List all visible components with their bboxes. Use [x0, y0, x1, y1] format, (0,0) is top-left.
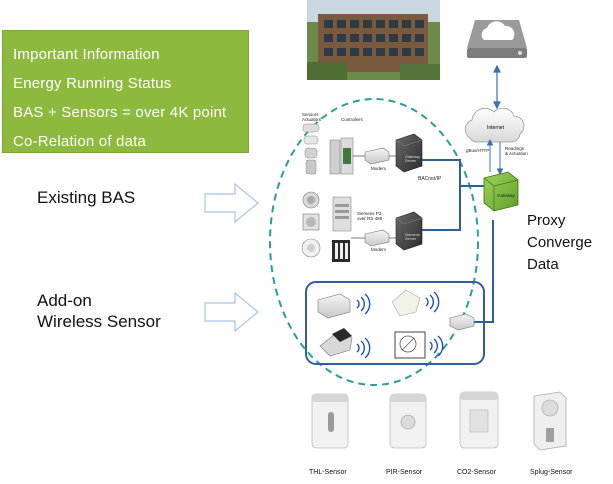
- siemens-label: Siemens P2 over RS-485: [357, 211, 383, 221]
- internet-label: Internet: [487, 125, 505, 131]
- io-module: [332, 240, 350, 262]
- product-co2-sensor: [459, 391, 499, 449]
- siemens-sensors-icon: [301, 191, 321, 258]
- server-internet-arrow: [493, 64, 501, 110]
- product-thl-sensor: [311, 393, 349, 449]
- product-label: Splug-Sensor: [530, 469, 573, 476]
- info-line: Co-Relation of data: [13, 133, 147, 150]
- gateway-cube: [483, 171, 519, 212]
- wireless-sensor-thl: [317, 293, 351, 319]
- sa-line: Actuators: [302, 117, 322, 122]
- bacnet-label: BACnet/IP: [418, 176, 442, 182]
- building-photo: [307, 0, 440, 80]
- readings-line: & Actuation: [505, 151, 528, 156]
- product-label: CO2-Sensor: [457, 469, 497, 476]
- info-line: Important Information: [13, 46, 160, 63]
- wifi-icon: [356, 337, 371, 359]
- proxy-line: Converge: [527, 234, 593, 251]
- info-line: BAS + Sensors = over 4K point: [13, 104, 227, 121]
- modem-label-2: Modem: [371, 247, 386, 252]
- wifi-icon: [356, 293, 371, 315]
- existing-bas-label: Existing BAS: [37, 188, 136, 207]
- controllers-label: Controllers: [341, 117, 364, 122]
- internet-cloud: [464, 107, 525, 143]
- proxy-label: Proxy Converge Data: [527, 210, 592, 276]
- addon-arrow: [204, 291, 259, 333]
- modem-device-2: [364, 229, 390, 247]
- server-label-2: Siemens Server: [405, 233, 421, 241]
- bas-wireless-group: [269, 98, 479, 386]
- wireless-sensor-box: [305, 281, 485, 365]
- product-pir-sensor: [389, 393, 427, 449]
- wireless-sensor-pir: [391, 289, 421, 317]
- proxy-line: Data: [527, 256, 559, 273]
- wifi-icon: [425, 291, 440, 313]
- wireless-receiver: [449, 313, 475, 331]
- info-line: Energy Running Status: [13, 75, 172, 92]
- wifi-icon: [429, 335, 444, 357]
- server-label: Gateway Server: [405, 155, 421, 163]
- controller-unit: [329, 137, 354, 175]
- existing-bas-arrow: [204, 182, 259, 224]
- server-line: Siemens: [405, 233, 420, 237]
- product-splug-sensor: [533, 391, 567, 451]
- siemens-controller: [332, 196, 352, 232]
- gateway-label: Gateway: [497, 193, 516, 198]
- server-box: [395, 133, 423, 173]
- server-line: Gateway: [405, 155, 420, 159]
- wireless-sensor-dark: [319, 328, 353, 357]
- bas-wires: [420, 159, 494, 323]
- product-label: PIR-Sensor: [386, 469, 423, 476]
- readings-label: Readings & Actuation: [505, 146, 528, 156]
- proxy-line: Proxy: [527, 212, 566, 229]
- product-label: THL-Sensor: [309, 469, 347, 476]
- cloud-server-icon: [467, 20, 527, 58]
- sa-line: Sensors: [302, 112, 319, 117]
- modem-label: Modem: [371, 166, 386, 171]
- server-box-2: [395, 211, 423, 251]
- siemens-line: over RS-485: [357, 216, 383, 221]
- gbus-label: gBus/HTTP: [466, 148, 489, 153]
- readings-line: Readings: [505, 146, 525, 151]
- internet-gateway-arrows: [486, 138, 504, 176]
- info-box: Important Information Energy Running Sta…: [2, 30, 249, 153]
- modem-device: [364, 147, 390, 165]
- sensors-actuators-icon: [302, 123, 320, 175]
- addon-label-line1: Add-on: [37, 291, 92, 310]
- siemens-line: Siemens P2: [357, 211, 382, 216]
- wireless-sensor-screen: [394, 331, 426, 359]
- sensors-actuators-label: Sensors Actuators: [302, 112, 322, 122]
- addon-label-line2: Wireless Sensor: [37, 312, 161, 331]
- server-line: Server: [405, 237, 417, 241]
- server-line: Server: [405, 159, 417, 163]
